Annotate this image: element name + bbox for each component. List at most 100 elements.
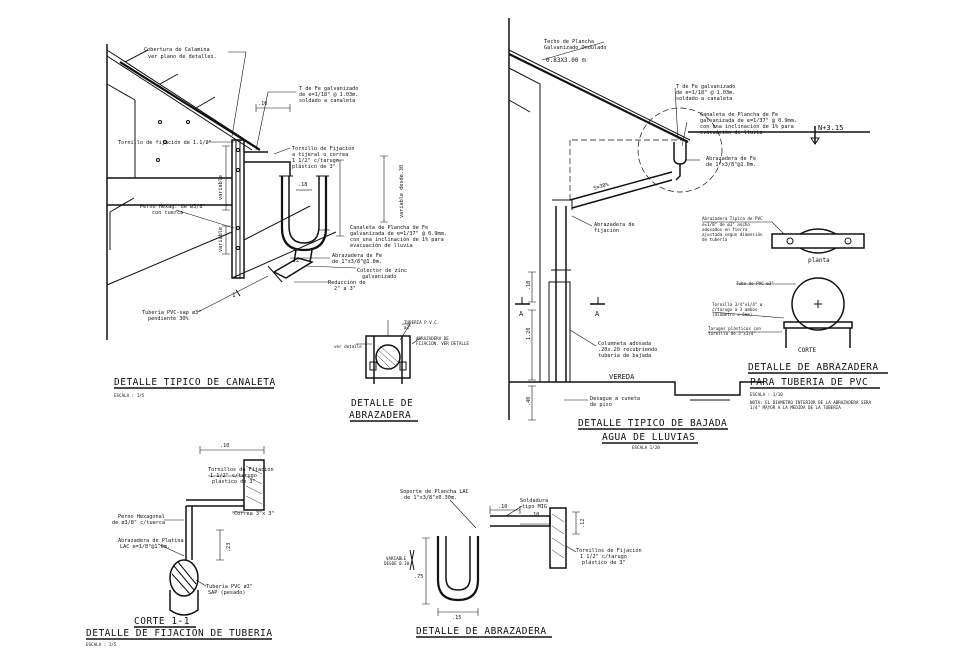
pvc-tornillo-a: Tornillo 3/4"x1/4" ø [712, 302, 763, 307]
fij-tuberia-b: SAP (pesado) [208, 590, 245, 596]
tornillo-fijacion-label: Tornillo de fijación de 1.1/2" [118, 139, 212, 146]
techo-label-a: Techo de Plancha [544, 39, 594, 45]
bottom-variable-a: VARIABLE [386, 556, 407, 561]
fij-title-1: CORTE 1-1 [134, 616, 190, 627]
dim-label: .10 [258, 101, 267, 107]
dim-label: 2" [296, 258, 302, 264]
fij-scale: ESCALA : 1/5 [86, 642, 117, 647]
abrazadera-label-a: Abrazadera de Fe [332, 253, 382, 259]
tfe-label-2: de e=1/18" @ 1.03m. [299, 92, 358, 98]
abr-small-title-2: ABRAZADERA [349, 410, 411, 421]
canaleta-scale: ESCALA : 1/5 [114, 393, 145, 398]
perno-label-2: con tuerca [152, 210, 183, 216]
perno-label: Perno Hexag. de ø3/8" [140, 204, 206, 210]
fij-tornillo-c: plástico de 3" [212, 478, 256, 485]
fijacion-detail: .10 Tornillos de Fijación 1 1/2" c/tarug… [86, 443, 275, 647]
columneta-a: Columneta adosada [598, 341, 651, 347]
abr-small-tuberia: TUBERIA P.V.C. [404, 320, 439, 325]
pvc-tipica-d: ajustada según dimensión [702, 232, 763, 237]
fij-abr-b: LAC e=1/8"@1.0m. [120, 544, 170, 550]
fij-abr-a: Abrazadera de Platina [118, 538, 184, 544]
cobertura-label: Cobertura de Calamina [144, 47, 210, 53]
tfe-label-b: de e=1/18" @ 1.03m. [676, 90, 735, 96]
vereda-label: VEREDA [609, 373, 635, 381]
bottom-dim: .10 [498, 504, 507, 510]
pvc-title-1: DETALLE DE ABRAZADERA [748, 362, 879, 373]
abrazadera-pvc-detail: Abrazadera Típica de PVC e=1/8" de ø3" a… [702, 216, 888, 410]
bottom-dim: .10 [530, 512, 539, 518]
bajada-scale: ESCALA 1/20 [632, 445, 660, 450]
variable-desde-label: variable desde.30 [399, 165, 405, 218]
tornillo-label-b: a tijeral o correa [292, 152, 348, 158]
desague-a: Desague a cuneta [590, 396, 640, 402]
bajada-detail: Techo de Plancha Galvanizado Ondulado 0.… [508, 18, 870, 450]
section-marker: 1 [232, 292, 236, 299]
abr-small-abrazadera: ABRAZADERA DE [416, 336, 449, 341]
pvc-scale: ESCALA : 1/10 [750, 392, 783, 397]
tuberia-label-b: pendiente 30% [148, 316, 189, 322]
bottom-variable-b: DESDE 0.30 [384, 561, 410, 566]
reduccion-label-b: 2" a 3" [334, 286, 356, 292]
bajada-canaleta-c: con una inclinación de 1% para [700, 123, 794, 130]
fij-tornillo-a: Tornillos de Fijación [208, 466, 274, 473]
fij-dim: .23 [226, 543, 232, 552]
bottom-soldadura-a: Soldadura [520, 498, 548, 504]
dim-label: .40 [526, 397, 532, 406]
fij-tuberia-a: Tubería PVC ø3" [206, 583, 253, 590]
bajada-canaleta-a: Canaleta de Plancha de Fe [700, 112, 778, 118]
bajada-canaleta-b: galvanizada de e=1/37" @ 0.9mm. [700, 118, 797, 124]
planta-label: planta [808, 257, 830, 264]
pvc-note-a: NOTA: EL DIAMETRO INTERIOR DE LA ABRAZAD… [750, 400, 871, 405]
abr-small-fijacion: FIJACION. VER DETALLE [416, 341, 469, 346]
tornillo-label-a: Tornillo de Fijación [292, 145, 354, 152]
nivel-label: N+3.15 [818, 124, 843, 132]
slope-label: S=30% [593, 182, 611, 192]
pvc-tipica-c: adosados en fierro [702, 227, 748, 232]
abrazadera-label-b: de 1"x3/8"@1.0m. [332, 259, 382, 265]
tornillo-label-d: plástico de 3" [292, 163, 336, 170]
cut-marker-left: A [519, 310, 524, 318]
bottom-title: DETALLE DE ABRAZADERA [416, 626, 547, 637]
fij-perno-a: Perno Hexagonal [118, 514, 165, 520]
reduccion-label-a: Reducción de [328, 279, 365, 286]
canaleta-title: DETALLE TIPICO DE CANALETA [114, 377, 276, 388]
pvc-tipica-b: e=1/8" de ø3" ancho [702, 222, 750, 227]
tuberia-label-a: Tubería PVC-sap ø3" [142, 309, 201, 316]
abr-fij-a: Abrazadera de [594, 222, 635, 228]
bajada-abr-a: Abrazadera de Fe [706, 156, 756, 162]
bajada-title-1: DETALLE TIPICO DE BAJADA [578, 418, 727, 429]
abr-small-ver-detalle: ver detalle [334, 344, 362, 349]
bottom-soldadura-b: tipo MIG [522, 504, 547, 510]
bottom-dim: .15 [452, 615, 461, 621]
abr-fij-b: fijación [594, 227, 619, 234]
bottom-tornillo-a: Tornillos de Fijación [576, 547, 642, 554]
bottom-tornillo-b: 1 1/2" c/tarugo [580, 554, 627, 560]
corte-label: CORTE [798, 347, 816, 354]
pvc-title-2: PARA TUBERIA DE PVC [750, 377, 868, 388]
colector-label-a: Colector de zinc [357, 268, 407, 274]
columneta-c: tubería de bajada [598, 352, 651, 359]
bajada-abr-b: de 1"x3/8"@1.0m. [706, 162, 756, 168]
canaleta-label-c: con una inclinación de 1% para [350, 236, 444, 243]
fij-dim: .10 [220, 443, 229, 449]
variable-label: variable [218, 227, 224, 252]
columneta-b: .20x.20 recubriendo [598, 347, 657, 353]
tfe-label-c: soldado a canaleta [676, 96, 732, 102]
abr-small-title-1: DETALLE DE [351, 398, 413, 409]
canaleta-label-d: evacuación de lluvia [350, 242, 412, 249]
pvc-tornillo-b: c/tarugo a 3 ambos [712, 307, 758, 312]
pvc-tipica-a: Abrazadera Típica de PVC [702, 216, 763, 221]
abrazadera-small-detail: TUBERIA P.V.C. ø3" ver detalle ABRAZADER… [334, 320, 469, 422]
bottom-tornillo-c: plástico de 3" [582, 559, 626, 566]
bottom-soporte-a: Soporte de Plancha LAC [400, 489, 469, 495]
tornillo-label-c: 1 1/2" c/tarugo [292, 158, 339, 164]
techo-label-c: 0.83X3.00 m [546, 57, 586, 64]
bottom-dim: .12 [580, 519, 586, 528]
fij-title-2: DETALLE DE FIJACION DE TUBERIA [86, 628, 273, 639]
dim-label: 1.20 [526, 328, 532, 341]
fij-perno-b: de ø3/8" c/tuerca [112, 520, 165, 526]
variable-label: variable [218, 175, 224, 200]
tfe-label: T de Fe galvanizado [299, 86, 358, 92]
bajada-canaleta-d: evacuación de lluvia [700, 129, 762, 136]
